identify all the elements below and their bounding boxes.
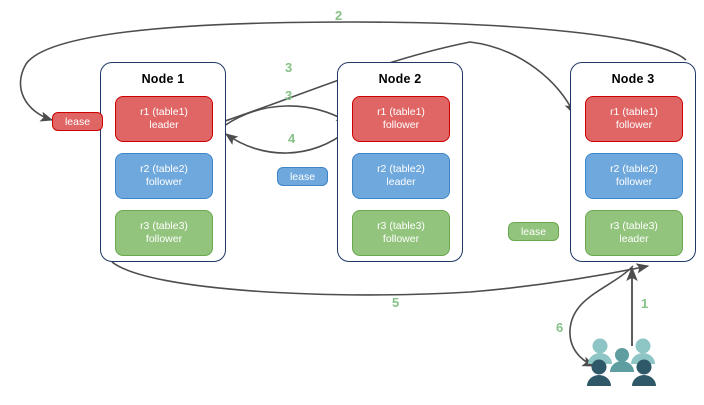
lease-label: lease xyxy=(289,170,316,183)
arrow-step-6 xyxy=(569,265,634,367)
step-label-2: 2 xyxy=(335,8,343,23)
replica-name: r2 (table2) xyxy=(377,163,425,175)
replica-name: r1 (table1) xyxy=(610,106,658,118)
node-2-title: Node 2 xyxy=(378,72,422,86)
replica-n1-r2[interactable]: r2 (table2) follower xyxy=(115,153,213,199)
step-label-5: 5 xyxy=(392,295,400,310)
replica-role: leader xyxy=(149,119,179,131)
replica-role: follower xyxy=(615,176,653,188)
replica-role: follower xyxy=(615,119,653,131)
replica-n1-r3[interactable]: r3 (table3) follower xyxy=(115,210,213,256)
replica-name: r1 (table1) xyxy=(377,106,425,118)
replica-name: r3 (table3) xyxy=(377,220,425,232)
replica-name: r3 (table3) xyxy=(610,220,658,232)
node-1-title: Node 1 xyxy=(141,72,185,86)
arrow-step-3-to-node2 xyxy=(223,105,350,127)
lease-label: lease xyxy=(64,115,91,128)
replica-name: r2 (table2) xyxy=(140,163,188,175)
lease-label: lease xyxy=(520,225,547,238)
replica-n2-r3[interactable]: r3 (table3) follower xyxy=(352,210,450,256)
lease-blue[interactable]: lease xyxy=(277,167,328,186)
replica-n1-r1[interactable]: r1 (table1) leader xyxy=(115,96,213,142)
replica-n3-r2[interactable]: r2 (table2) follower xyxy=(585,153,683,199)
users-icon xyxy=(587,338,656,386)
replica-n2-r1[interactable]: r1 (table1) follower xyxy=(352,96,450,142)
node-2-container[interactable]: Node 2 r1 (table1) follower r2 (table2) … xyxy=(337,62,463,262)
replica-role: leader xyxy=(386,176,416,188)
replica-n3-r3[interactable]: r3 (table3) leader xyxy=(585,210,683,256)
node-3-container[interactable]: Node 3 r1 (table1) follower r2 (table2) … xyxy=(570,62,696,262)
lease-green[interactable]: lease xyxy=(508,222,559,241)
node-3-title: Node 3 xyxy=(611,72,655,86)
replica-role: leader xyxy=(619,233,649,245)
step-label-1: 1 xyxy=(641,296,649,311)
replica-name: r3 (table3) xyxy=(140,220,188,232)
node-1-container[interactable]: Node 1 r1 (table1) leader r2 (table2) fo… xyxy=(100,62,226,262)
replica-name: r1 (table1) xyxy=(140,106,188,118)
arrow-step-3-to-node3 xyxy=(221,41,575,123)
replica-role: follower xyxy=(382,233,420,245)
replica-n3-r1[interactable]: r1 (table1) follower xyxy=(585,96,683,142)
step-label-3a: 3 xyxy=(285,60,293,75)
lease-red[interactable]: lease xyxy=(52,112,103,131)
arrow-step-5 xyxy=(111,261,650,296)
step-label-3b: 3 xyxy=(285,88,293,103)
arrow-step-2 xyxy=(19,21,687,122)
replica-role: follower xyxy=(145,233,183,245)
step-label-4: 4 xyxy=(288,131,296,146)
replica-name: r2 (table2) xyxy=(610,163,658,175)
replica-role: follower xyxy=(382,119,420,131)
arrow-step-4 xyxy=(224,129,349,154)
step-label-6: 6 xyxy=(556,320,564,335)
replica-role: follower xyxy=(145,176,183,188)
replica-n2-r2[interactable]: r2 (table2) leader xyxy=(352,153,450,199)
